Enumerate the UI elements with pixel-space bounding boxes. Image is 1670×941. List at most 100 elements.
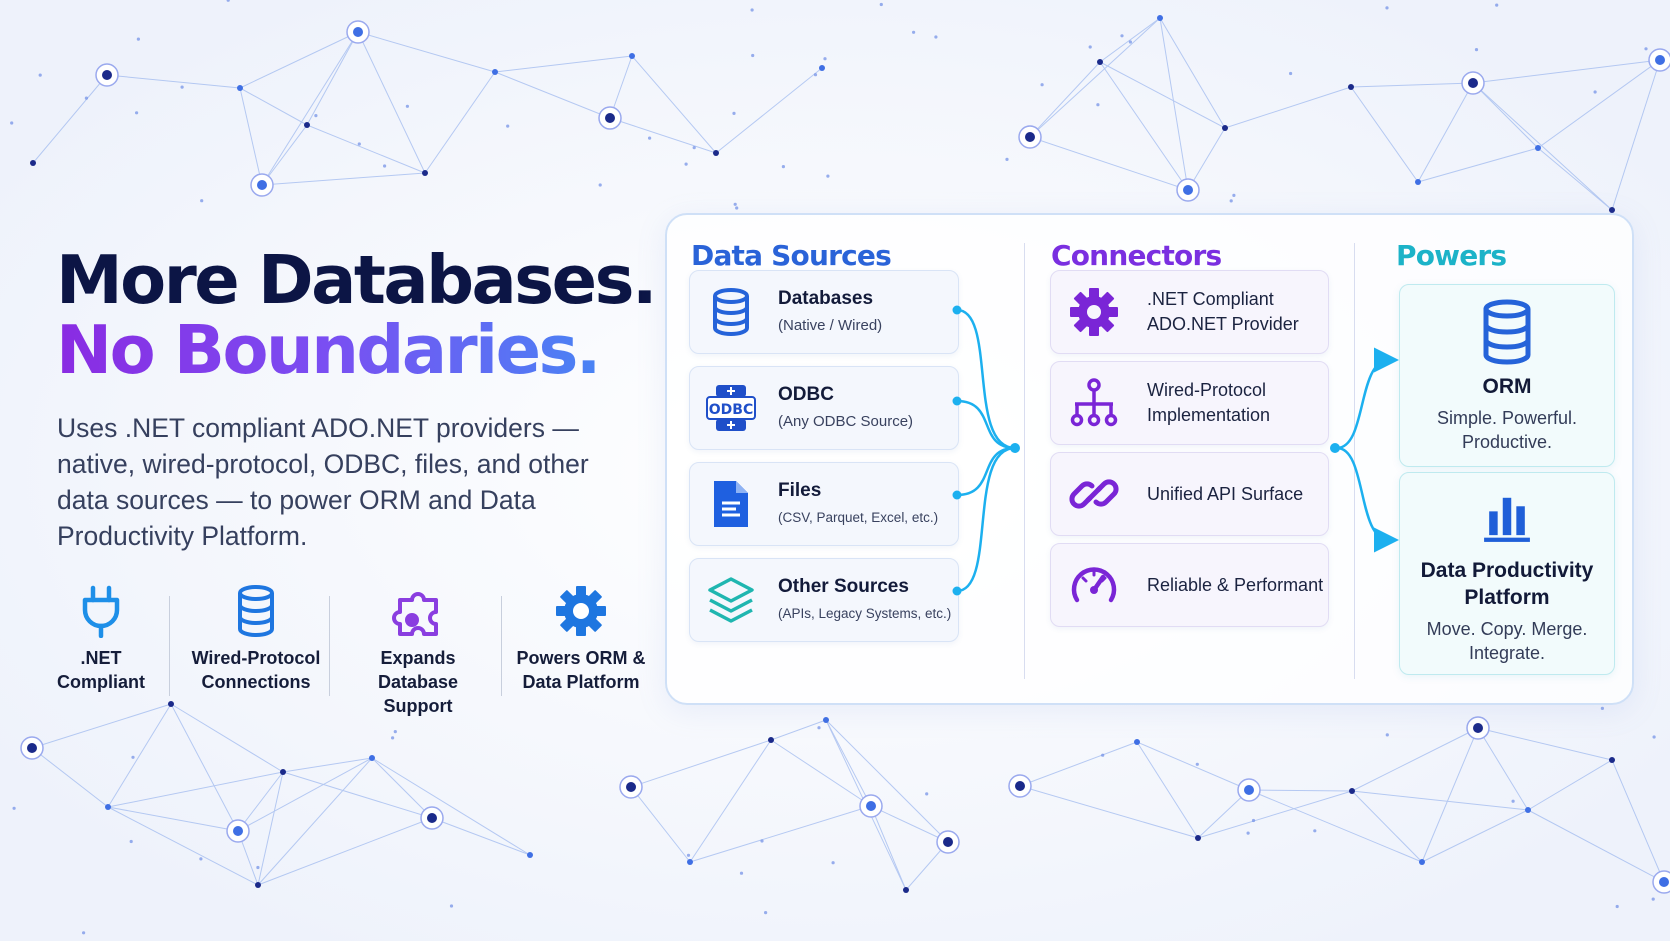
network-node [1415, 179, 1421, 185]
network-node [280, 769, 286, 775]
network-node [903, 887, 909, 893]
feature-powers-orm: Powers ORM & Data Platform [506, 584, 656, 694]
gear-icon [556, 586, 606, 636]
network-speck [1474, 48, 1479, 52]
network-edge [1527, 759, 1613, 811]
network-edge [306, 124, 426, 174]
network-node [1535, 145, 1541, 151]
connector-line-1: .NET Compliant [1147, 289, 1274, 309]
powers-sub-1: Move. Copy. Merge. [1426, 619, 1588, 639]
network-speck [598, 183, 602, 187]
network-node [527, 852, 533, 858]
network-edge [1350, 82, 1474, 88]
network-node [1468, 78, 1478, 88]
network-edge [825, 719, 872, 807]
network-speck [129, 839, 133, 844]
feature-label-4b: Data Platform [522, 672, 640, 692]
network-node [819, 65, 825, 71]
connector-card-wired: Wired-Protocol Implementation [1050, 361, 1329, 445]
network-node [427, 813, 437, 823]
source-title: ODBC [778, 384, 834, 405]
feature-row: .NET Compliant Wired-Protocol Connection… [46, 584, 656, 716]
network-edge [689, 739, 772, 863]
feature-wired-protocol: Wired-Protocol Connections [181, 584, 331, 694]
headline-line-2: No Boundaries. [56, 314, 656, 386]
network-edge [1472, 59, 1661, 84]
network-speck [760, 839, 764, 843]
network-edge [1351, 790, 1423, 863]
powers-card-data-platform: Data Productivity Platform Move. Copy. M… [1399, 472, 1615, 675]
network-edge [631, 55, 717, 154]
layers-icon [708, 577, 754, 623]
network-edge [170, 703, 239, 832]
network-node [1015, 781, 1025, 791]
network-speck [357, 142, 361, 146]
network-edge [1351, 790, 1529, 811]
network-edge [1029, 17, 1161, 138]
source-card-other: Other Sources (APIs, Legacy Systems, etc… [689, 558, 959, 642]
network-edge [1029, 61, 1101, 138]
network-edge [770, 739, 872, 807]
network-edge [630, 739, 772, 788]
network-edge [494, 71, 611, 119]
feature-divider [329, 596, 330, 696]
network-node [1195, 835, 1201, 841]
powers-title-dpp-2: Platform [1464, 586, 1550, 609]
column-divider [1024, 243, 1025, 679]
network-node [492, 69, 498, 75]
network-node [1097, 59, 1103, 65]
network-speck [1232, 193, 1236, 197]
network-edge [1099, 17, 1161, 63]
network-speck [135, 111, 139, 115]
network-speck [739, 871, 744, 875]
network-speck [314, 114, 318, 118]
network-edge [1350, 86, 1419, 183]
connector-card-reliable: Reliable & Performant [1050, 543, 1329, 627]
network-node [1348, 84, 1354, 90]
network-icon [1070, 378, 1118, 427]
network-speck [925, 792, 929, 796]
flow-line-other [956, 446, 1016, 593]
network-edge [1421, 809, 1529, 863]
network-edge [1611, 759, 1665, 883]
architecture-diagram: Data Sources Connectors Powers Databases… [665, 213, 1634, 705]
network-edge [630, 786, 691, 863]
network-edge [1159, 17, 1226, 129]
network-speck [226, 0, 230, 2]
network-speck [1005, 157, 1009, 161]
network-edge [31, 747, 109, 808]
network-edge [870, 805, 949, 843]
network-speck [912, 30, 916, 34]
network-edge [1537, 147, 1613, 211]
source-subtitle: (APIs, Legacy Systems, etc.) [778, 606, 952, 621]
network-edge [261, 124, 308, 186]
network-edge [32, 74, 108, 164]
feature-label-4a: Powers ORM & [516, 648, 646, 668]
network-edge [371, 757, 433, 819]
network-speck [506, 124, 510, 128]
source-card-odbc: ODBC ODBC (Any ODBC Source) [689, 366, 959, 450]
network-edge [1417, 82, 1474, 183]
network-edge [31, 703, 172, 749]
network-edge [1472, 82, 1539, 149]
network-edge [1099, 61, 1226, 129]
connector-line-1: Unified API Surface [1147, 483, 1304, 504]
feature-divider [501, 596, 502, 696]
network-speck [751, 53, 755, 58]
feature-net-compliant: .NET Compliant [46, 584, 156, 694]
network-node [1025, 132, 1035, 142]
network-speck [732, 111, 736, 115]
network-edge [825, 719, 949, 843]
network-edge [107, 806, 259, 886]
file-icon [714, 481, 748, 527]
network-node [866, 801, 876, 811]
network-speck [1289, 71, 1293, 76]
gear-icon [1070, 288, 1118, 336]
network-edge [357, 31, 426, 174]
network-node [422, 170, 428, 176]
network-speck [449, 904, 454, 908]
network-speck [1600, 706, 1604, 711]
network-speck [826, 174, 830, 178]
network-node [605, 113, 615, 123]
network-edge [107, 771, 284, 808]
